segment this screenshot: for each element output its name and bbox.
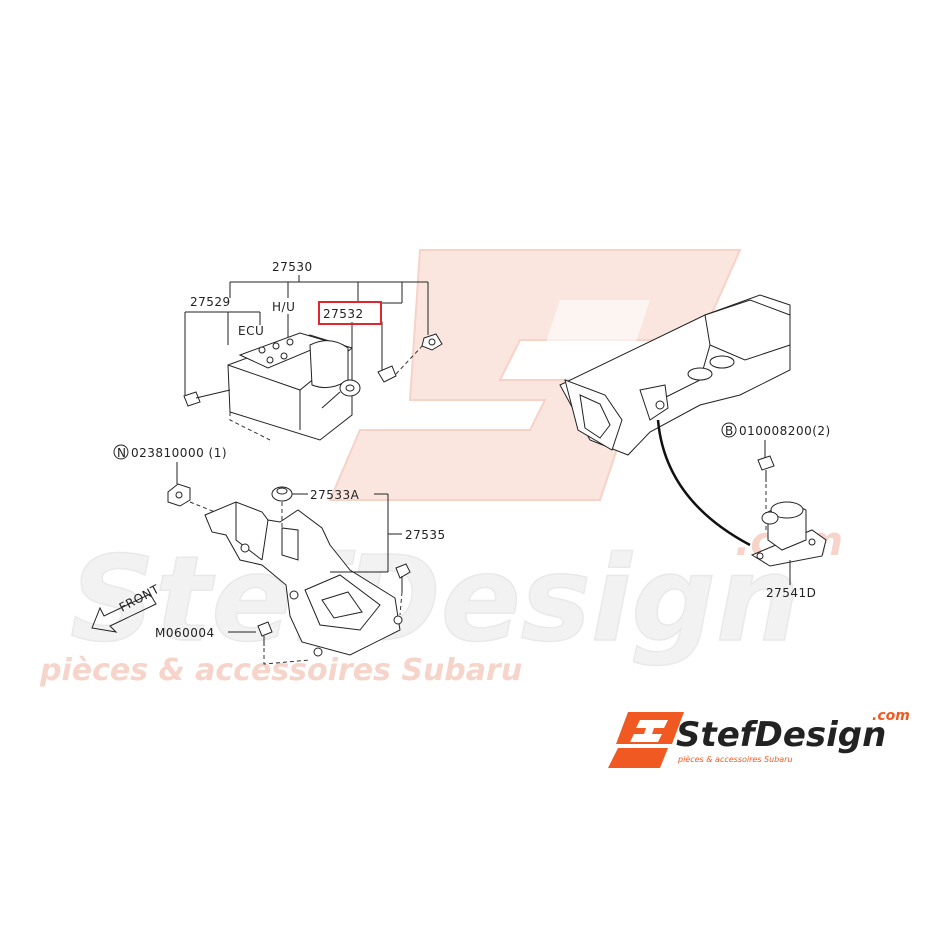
ecu-mount-bolt [183,389,231,407]
logo-brand-text: StefDesign [676,715,886,755]
bracket-bolt [395,563,411,616]
label-010008200: 010008200(2) [739,424,831,438]
label-023810000: 023810000 (1) [131,446,227,460]
screw-m060004 [257,621,311,665]
nut-023810000 [167,483,191,507]
center-console [559,294,791,456]
symbol-b: B [725,424,734,438]
logo-tagline: pièces & accessoires Subaru [677,754,793,764]
bracket-27535[interactable] [204,501,403,657]
sensor-bolt [757,455,775,482]
abs-hydraulic-unit [227,332,353,441]
watermark-brand-text: StefDesign [70,530,800,668]
nut-part [421,333,443,351]
label-hu: H/U [272,300,295,314]
label-27532: 27532 [323,307,364,321]
stefdesign-logo: StefDesign .com pièces & accessoires Sub… [608,708,910,768]
label-27533a: 27533A [310,488,360,502]
label-27541d: 27541D [766,586,816,600]
logo-com-text: .com [872,708,910,724]
highlight-box [318,301,382,325]
label-27530: 27530 [272,260,313,274]
symbol-n: N [117,446,126,460]
label-27535: 27535 [405,528,446,542]
highlighted-part-27532[interactable]: 27532 [318,301,382,325]
grommet-27533a [271,486,293,502]
label-m060004: M060004 [155,626,215,640]
sensor-wire [656,419,751,547]
damper-27532 [321,379,361,409]
label-ecu: ECU [238,324,264,338]
nut-to-bracket-dash [189,501,216,513]
yaw-rate-sensor-27541d[interactable] [750,501,827,567]
label-27529: 27529 [190,295,231,309]
watermark-tagline: pièces & accessoires Subaru [39,653,522,688]
collar-part [377,365,397,383]
callout-lines [184,275,429,395]
